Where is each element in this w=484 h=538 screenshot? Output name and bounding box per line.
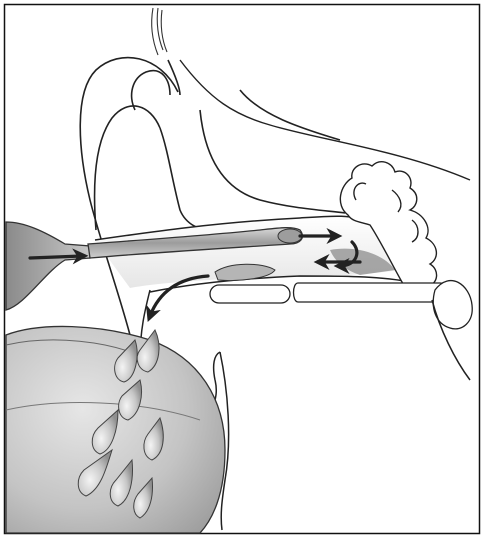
water-drop-icon xyxy=(91,408,119,455)
flow-arrow-icon xyxy=(28,248,89,265)
water-drop-icon xyxy=(114,339,138,383)
water-drop-icon xyxy=(136,329,160,373)
bony-canal-lower xyxy=(209,279,473,330)
syringe-nozzle xyxy=(87,227,304,259)
water-drops xyxy=(77,329,164,519)
flow-arrows xyxy=(28,228,362,322)
water-drop-icon xyxy=(118,379,142,421)
water-drop-icon xyxy=(143,416,164,461)
water-drop-icon xyxy=(109,458,133,507)
flow-arrow-icon xyxy=(145,274,210,322)
syringe xyxy=(5,221,304,311)
ear-canal xyxy=(94,215,411,293)
flow-arrow-icon xyxy=(333,240,359,274)
water-drop-icon xyxy=(133,476,153,519)
hair-strands xyxy=(151,7,168,56)
canal-water xyxy=(214,263,276,281)
water-drop-icon xyxy=(77,448,113,497)
middle-ear-structure xyxy=(339,161,438,295)
